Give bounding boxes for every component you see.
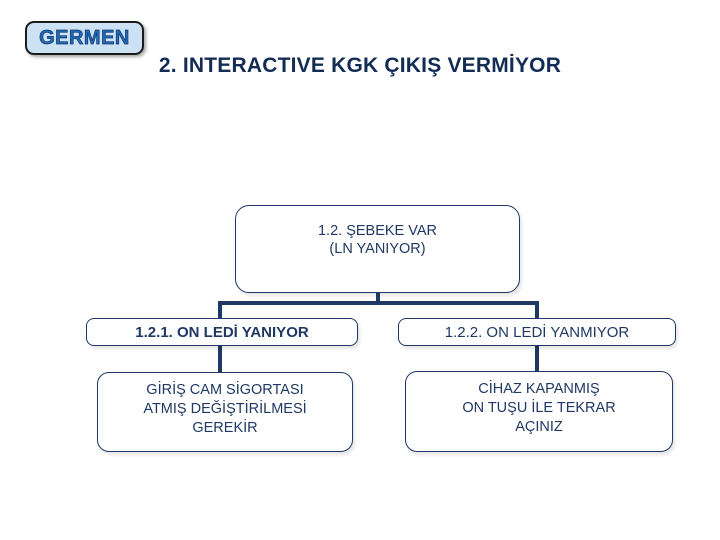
- flow-node-condition-left: 1.2.1. ON LEDİ YANIYOR: [86, 318, 358, 346]
- connector-drop-left: [218, 303, 222, 318]
- connector-drop-right: [535, 303, 539, 318]
- flow-node-root-line2: (LN YANIYOR): [329, 241, 426, 257]
- flow-node-condition-left-label: 1.2.1. ON LEDİ YANIYOR: [135, 323, 309, 341]
- flow-node-action-left-line2: ATMIŞ DEĞİŞTİRİLMESİ: [143, 401, 307, 417]
- connector-left-condition-to-action: [218, 346, 222, 372]
- flow-node-action-left: GİRİŞ CAM SİGORTASI ATMIŞ DEĞİŞTİRİLMESİ…: [97, 372, 353, 452]
- flow-node-action-right: CİHAZ KAPANMIŞ ON TUŞU İLE TEKRAR AÇINIZ: [405, 371, 673, 452]
- flow-node-root: 1.2. ŞEBEKE VAR (LN YANIYOR): [235, 205, 520, 293]
- germen-logo: GERMEN: [25, 21, 144, 55]
- flow-node-action-right-line3: AÇINIZ: [515, 419, 563, 435]
- germen-logo-text: GERMEN: [39, 26, 130, 49]
- connector-root-stub: [376, 292, 380, 303]
- flow-node-action-right-line2: ON TUŞU İLE TEKRAR: [462, 400, 616, 416]
- connector-right-condition-to-action: [535, 346, 539, 371]
- slide-title: 2. INTERACTIVE KGK ÇIKIŞ VERMİYOR: [158, 54, 562, 77]
- flow-node-action-left-line3: GEREKİR: [192, 420, 258, 436]
- flow-node-action-left-line1: GİRİŞ CAM SİGORTASI: [146, 382, 304, 398]
- flow-node-root-line1: 1.2. ŞEBEKE VAR: [317, 223, 437, 239]
- connector-horizontal-rail: [218, 301, 539, 305]
- flow-node-condition-right: 1.2.2. ON LEDİ YANMIYOR: [398, 318, 676, 346]
- flow-node-condition-right-label: 1.2.2. ON LEDİ YANMIYOR: [444, 323, 630, 341]
- flow-node-action-right-line1: CİHAZ KAPANMIŞ: [478, 381, 600, 397]
